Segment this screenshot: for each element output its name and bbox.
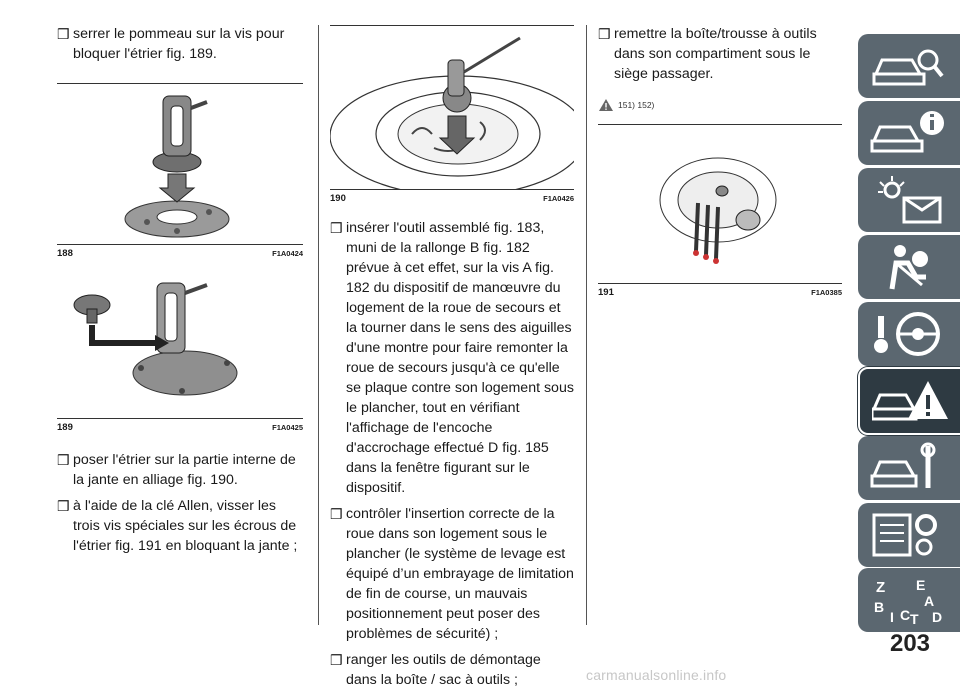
sidebar-tab-car-warning[interactable]	[858, 367, 960, 435]
caption-rule	[330, 189, 574, 190]
car-tools-icon	[870, 442, 936, 488]
figure-caption: 190 F1A0426	[330, 193, 574, 204]
checkbox-bullet-icon: ❒	[57, 26, 70, 42]
svg-text:E: E	[916, 577, 925, 593]
sidebar-tab-settings-list[interactable]	[858, 503, 960, 567]
stirrup-on-plate-illustration	[124, 95, 230, 238]
page-number: 203	[889, 630, 931, 657]
column-divider	[586, 25, 587, 625]
svg-text:A: A	[924, 593, 934, 609]
instruction-item: ❒ insérer l'outil assemblé fig. 183, mun…	[330, 220, 574, 496]
checkbox-bullet-icon: ❒	[598, 26, 611, 42]
sidebar-tab-car-tools[interactable]	[858, 436, 960, 500]
checkbox-bullet-icon: ❒	[330, 506, 343, 522]
svg-text:I: I	[890, 609, 894, 625]
car-search-icon	[872, 49, 944, 86]
instruction-item: ❒ remettre la boîte/trousse à outils dan…	[598, 26, 817, 82]
figure-rule	[330, 25, 574, 26]
figure-caption: 189 F1A0425	[57, 422, 303, 433]
column-1: ❒ serrer le pommeau sur la vis pour bloq…	[57, 0, 303, 556]
car-info-icon	[870, 111, 944, 153]
watermark: carmanualsonline.info	[586, 667, 727, 683]
dashboard-lights-icon	[878, 176, 942, 224]
svg-text:T: T	[910, 611, 919, 626]
sidebar-tab-alphabetical-index[interactable]: Z E A B I C T D	[858, 568, 960, 632]
sidebar-tab-airbag-seat[interactable]	[858, 235, 960, 299]
figure-189	[57, 263, 303, 418]
steering-key-icon	[874, 312, 940, 356]
alphabet-index-icon: Z E A B I C T D	[874, 577, 942, 626]
figure-rule	[598, 124, 842, 125]
airbag-seat-icon	[889, 245, 928, 290]
column-2: 190 F1A0426 ❒ insérer l'outil assemblé f…	[329, 0, 587, 690]
instruction-item: ❒ poser l'étrier sur la partie interne d…	[57, 452, 296, 488]
warning-triangle-icon	[599, 99, 613, 111]
caption-rule	[598, 283, 842, 284]
checkbox-bullet-icon: ❒	[330, 220, 343, 236]
figure-190	[329, 26, 587, 197]
figure-caption: 191 F1A0385	[598, 287, 842, 298]
warning-reference: 151) 152)	[598, 98, 844, 112]
caption-rule	[57, 244, 303, 245]
instruction-item: ❒ ranger les outils de démontage dans la…	[330, 652, 541, 688]
figure-rule	[57, 83, 303, 84]
settings-list-icon	[872, 513, 937, 557]
figure-caption: 188 F1A0424	[57, 248, 303, 259]
checkbox-bullet-icon: ❒	[330, 652, 343, 668]
sidebar-tab-car-search[interactable]	[858, 34, 960, 98]
figure-188	[57, 84, 303, 244]
knob-stirrup-illustration	[73, 282, 238, 396]
instruction-item: ❒ serrer le pommeau sur la vis pour bloq…	[57, 26, 285, 62]
instruction-item: ❒ à l'aide de la clé Allen, visser les t…	[57, 498, 298, 554]
svg-text:Z: Z	[876, 579, 885, 596]
svg-text:D: D	[932, 609, 942, 625]
svg-text:B: B	[874, 599, 884, 615]
spare-wheel-illustration	[329, 36, 587, 197]
caption-rule	[57, 418, 303, 419]
column-divider	[318, 25, 319, 625]
sidebar-tab-dashboard-lights[interactable]	[858, 168, 960, 232]
column-3: ❒ remettre la boîte/trousse à outils dan…	[598, 0, 844, 298]
figure-191	[598, 125, 844, 283]
checkbox-bullet-icon: ❒	[57, 452, 70, 468]
svg-text:C: C	[900, 607, 910, 623]
instruction-item: ❒ contrôler l'insertion correcte de la r…	[330, 506, 574, 642]
wheel-bolting-illustration	[659, 157, 777, 264]
car-warning-icon	[872, 381, 948, 421]
sidebar-tab-steering-key[interactable]	[858, 302, 960, 366]
checkbox-bullet-icon: ❒	[57, 498, 70, 514]
sidebar-tab-car-info[interactable]	[858, 101, 960, 165]
